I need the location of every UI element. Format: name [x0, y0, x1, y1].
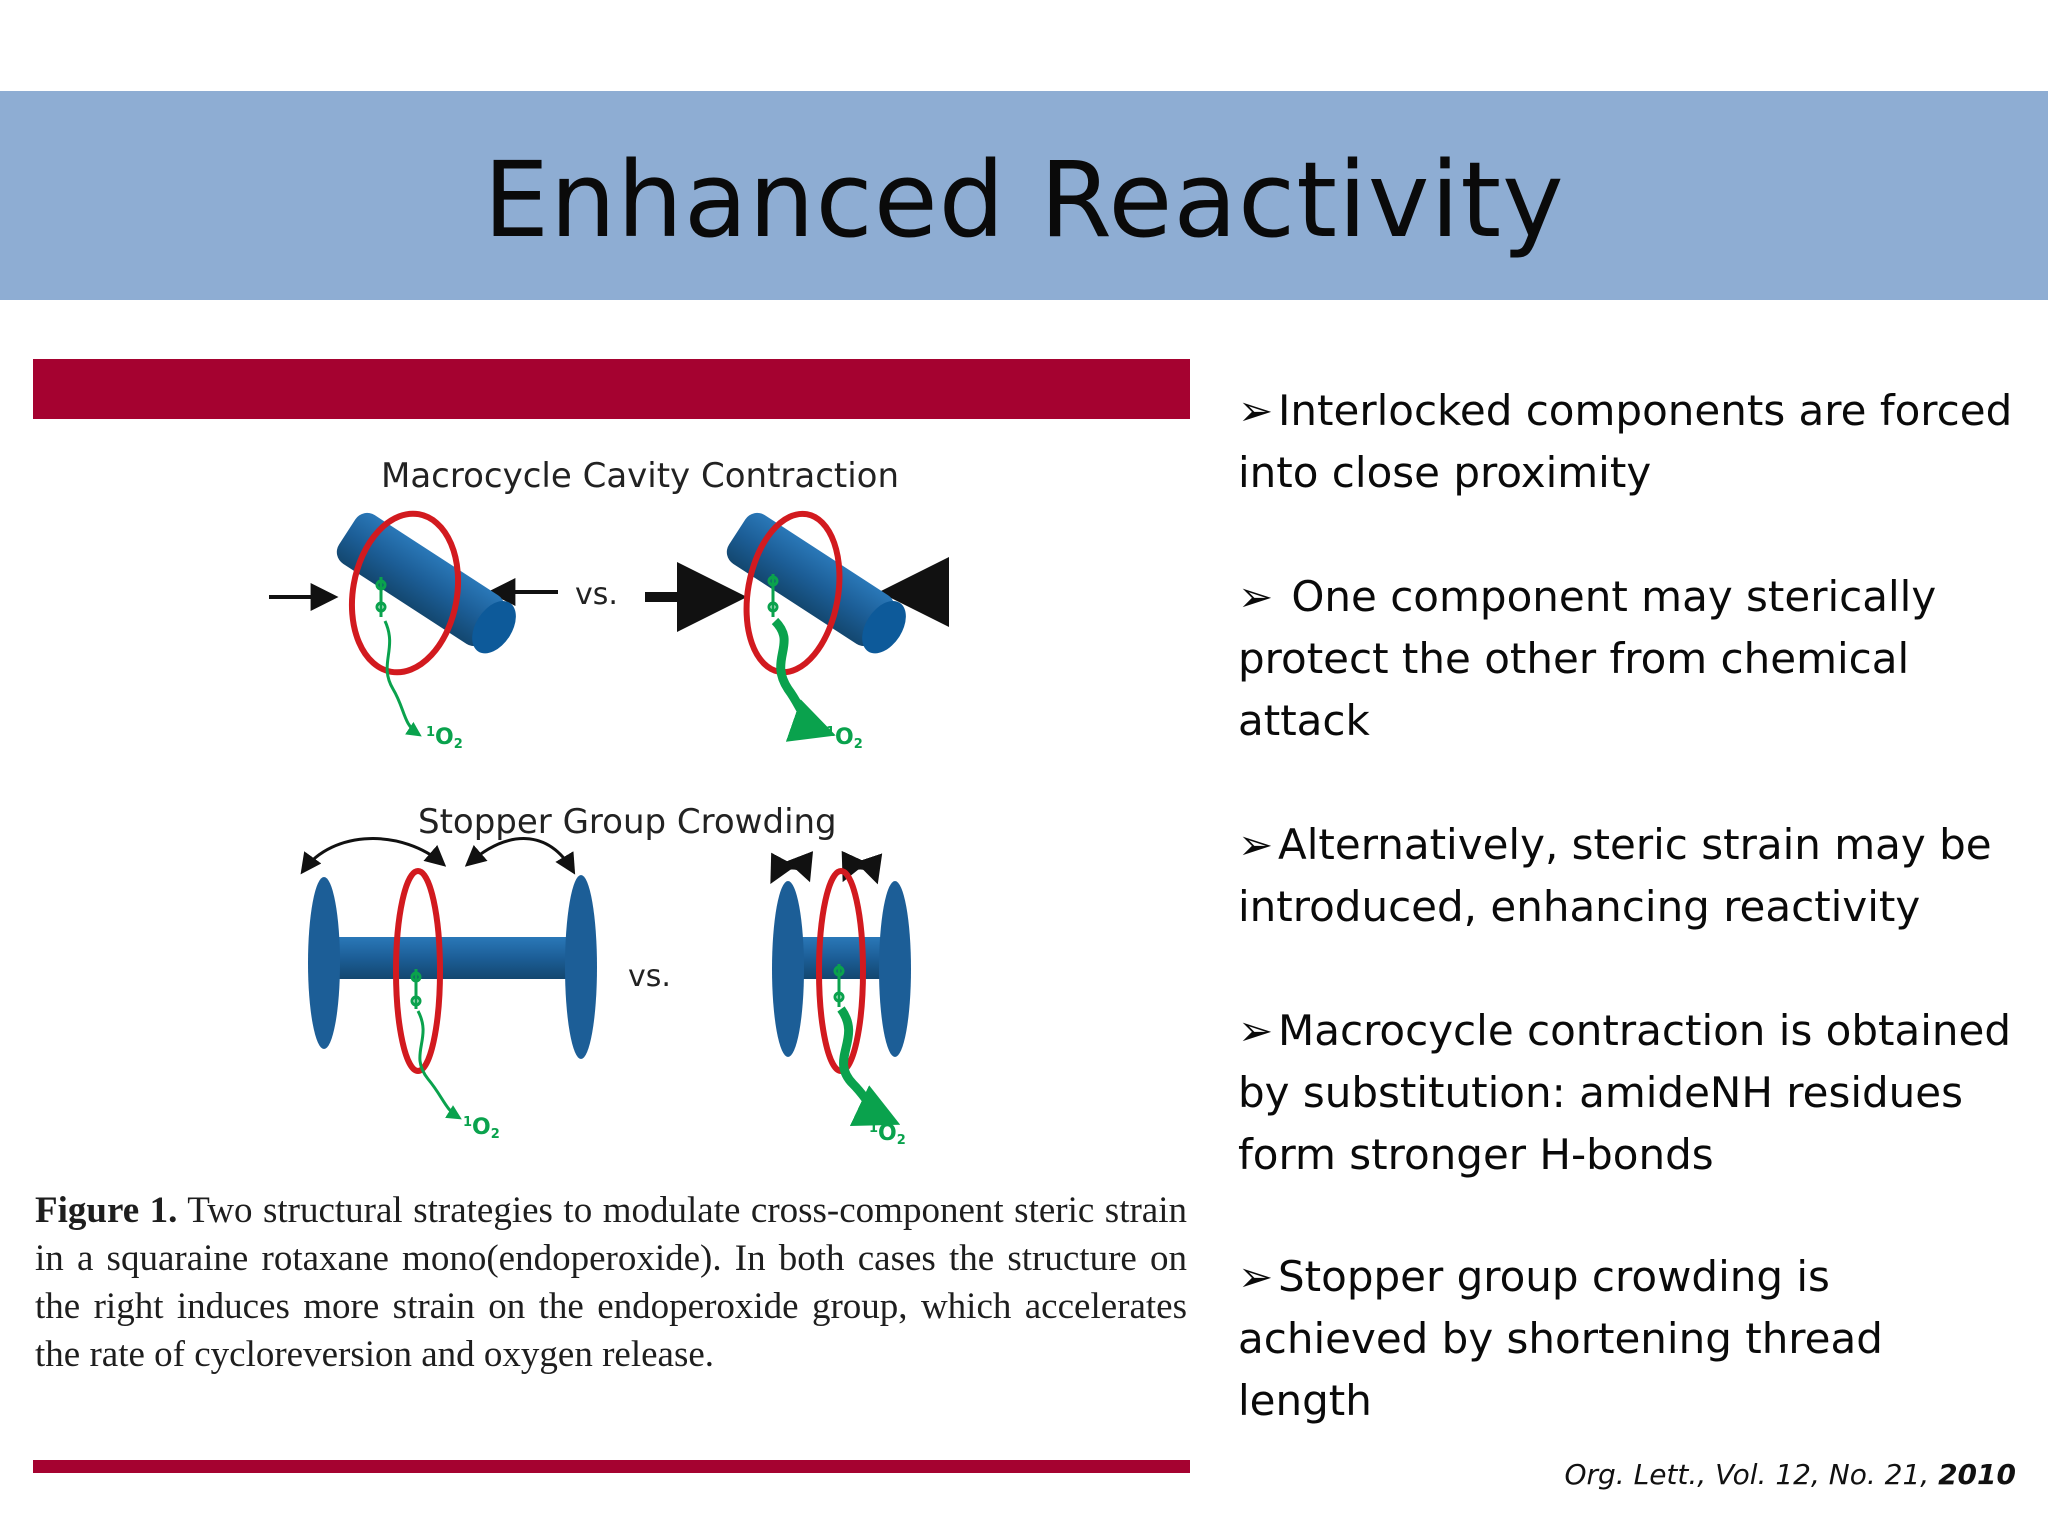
endoperoxide-group — [410, 969, 462, 1120]
bottom-right-rotaxane — [770, 850, 911, 1126]
endoperoxide-group — [375, 577, 422, 737]
singlet-oxygen-label: 1O2 — [426, 725, 463, 752]
bullet-item: ➢Alternatively, steric strain may be int… — [1238, 814, 2028, 938]
slide-title: Enhanced Reactivity — [483, 138, 1565, 261]
bullet-item: ➢ One component may sterically protect t… — [1238, 566, 2028, 752]
arrowhead-bullet-icon: ➢ — [1238, 1006, 1274, 1055]
vs-label-top: vs. — [575, 577, 618, 612]
singlet-oxygen-label: 1O2 — [463, 1115, 500, 1142]
flex-arrow-right — [464, 837, 576, 875]
singlet-oxygen-label: 1O2 — [826, 725, 863, 752]
bullet-text: Macrocycle contraction is obtained by su… — [1238, 1006, 2012, 1179]
endoperoxide-group — [833, 964, 901, 1126]
singlet-oxygen-label: 1O2 — [869, 1121, 906, 1148]
stopper-right — [879, 881, 911, 1057]
caption-text: Two structural strategies to modulate cr… — [35, 1190, 1187, 1375]
vs-label-bottom: vs. — [628, 959, 671, 994]
top-left-rotaxane — [269, 510, 558, 737]
stopper-left — [772, 881, 804, 1057]
bullet-text: One component may sterically protect the… — [1238, 572, 1937, 745]
bullet-text: Alternatively, steric strain may be intr… — [1238, 820, 1992, 931]
flex-arrow-left — [770, 851, 813, 884]
diagram-title-stopper-crowding: Stopper Group Crowding — [418, 802, 837, 842]
bullet-item: ➢Interlocked components are forced into … — [1238, 380, 2028, 504]
bullet-text: Stopper group crowding is achieved by sh… — [1238, 1252, 1883, 1425]
macrocycle-ring — [348, 510, 462, 676]
stopper-right — [565, 875, 597, 1059]
stopper-left — [308, 877, 340, 1049]
rotaxane-diagram — [269, 510, 949, 1126]
figure-top-rule — [33, 359, 1190, 419]
figure-caption: Figure 1. Two structural strategies to m… — [35, 1187, 1187, 1379]
bullet-item: ➢Stopper group crowding is achieved by s… — [1238, 1246, 2028, 1432]
figure-bottom-rule — [33, 1460, 1190, 1473]
macrocycle-ring — [393, 868, 443, 1074]
figure-panel: Macrocycle Cavity Contraction vs. 1O2 1O… — [33, 359, 1190, 1474]
thread-rod — [336, 512, 516, 654]
top-right-rotaxane — [645, 510, 949, 742]
bullet-text: Interlocked components are forced into c… — [1238, 386, 2013, 497]
thread-rod — [788, 937, 898, 979]
citation: Org. Lett., Vol. 12, No. 21, 2010 — [1564, 1458, 2016, 1491]
thread-rod — [726, 512, 906, 654]
bullet-list: ➢Interlocked components are forced into … — [1238, 380, 2028, 1494]
arrowhead-bullet-icon: ➢ — [1238, 820, 1274, 869]
arrowhead-bullet-icon: ➢ — [1238, 386, 1274, 435]
diagram-title-cavity-contraction: Macrocycle Cavity Contraction — [381, 456, 900, 496]
flex-arrow-left — [300, 837, 447, 875]
endoperoxide-group — [767, 574, 836, 742]
bottom-left-rotaxane — [300, 837, 597, 1120]
citation-year: 2010 — [1938, 1458, 2016, 1491]
title-band: Enhanced Reactivity — [0, 91, 2048, 300]
thread-rod — [318, 937, 573, 979]
arrowhead-bullet-icon: ➢ — [1238, 1252, 1274, 1301]
bullet-item: ➢Macrocycle contraction is obtained by s… — [1238, 1000, 2028, 1186]
arrowhead-bullet-icon: ➢ — [1238, 572, 1274, 621]
caption-lead: Figure 1. — [35, 1190, 178, 1231]
citation-text: Org. Lett., Vol. 12, No. 21, — [1564, 1458, 1939, 1491]
